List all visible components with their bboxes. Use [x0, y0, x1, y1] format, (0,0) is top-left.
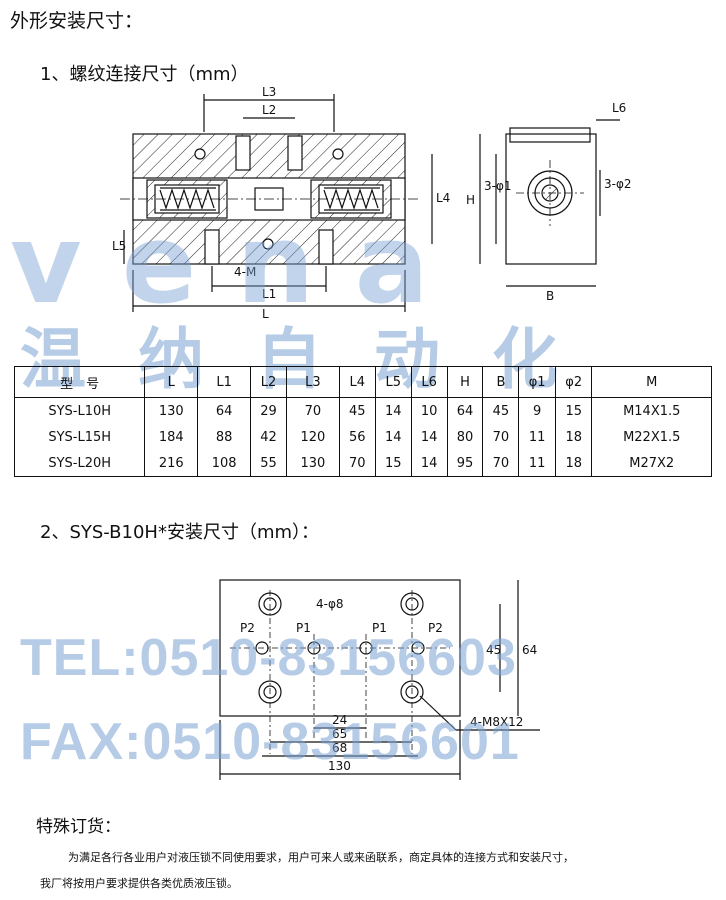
label-p2-left: P2 — [240, 621, 255, 635]
dim-68: 68 — [332, 741, 347, 755]
cell: 88 — [197, 424, 251, 450]
th-H: H — [446, 366, 483, 398]
page-title: 外形安装尺寸： — [10, 10, 144, 32]
label-B: B — [546, 289, 554, 303]
cell: 11 — [518, 424, 556, 450]
th-L5: L5 — [374, 366, 412, 398]
label-L: L — [262, 307, 269, 320]
dim-65: 65 — [332, 727, 347, 741]
section-1-heading: 1、螺纹连接尺寸（mm） — [40, 64, 249, 85]
cell: SYS-L15H — [13, 424, 145, 450]
cell: 184 — [144, 424, 198, 450]
cell: 56 — [338, 424, 376, 450]
cell: M22X1.5 — [591, 424, 712, 450]
cell: SYS-L20H — [13, 450, 145, 477]
side-view — [505, 133, 597, 265]
th-L: L — [144, 366, 198, 398]
label-phi2: 3-φ2 — [604, 177, 632, 191]
cell: M14X1.5 — [591, 397, 712, 424]
th-L2: L2 — [250, 366, 287, 398]
cell: 95 — [446, 450, 483, 477]
cell: 216 — [144, 450, 198, 477]
th-L1: L1 — [197, 366, 251, 398]
threaded-drawing: L3 L2 L6 L4 L5 4-M L1 L H 3-φ1 3-φ2 B — [112, 85, 632, 320]
th-L6: L6 — [410, 366, 448, 398]
th-phi2: φ2 — [554, 366, 592, 398]
label-p1-left: P1 — [296, 621, 311, 635]
label-holes: 4-φ8 — [316, 597, 344, 611]
cell: 130 — [286, 450, 340, 477]
cell: 80 — [446, 424, 483, 450]
label-L1: L1 — [262, 287, 276, 301]
label-L5: L5 — [112, 239, 126, 253]
cell: 29 — [250, 397, 287, 424]
cell: M27X2 — [591, 450, 712, 477]
cell: 14 — [410, 424, 448, 450]
table-row: SYS-L15H 184 88 42 120 56 14 14 80 70 11… — [13, 424, 712, 450]
dim-24: 24 — [332, 713, 347, 727]
cell: 18 — [554, 450, 592, 477]
cell: 70 — [286, 397, 340, 424]
cell: 64 — [197, 397, 251, 424]
table-row: SYS-L10H 130 64 29 70 45 14 10 64 45 9 1… — [13, 397, 712, 424]
note-line-1: 为满足各行各业用户对液压锁不同使用要求，用户可来人或来函联系，商定具体的连接方式… — [68, 851, 574, 864]
cell: 70 — [482, 424, 519, 450]
special-order-heading: 特殊订货： — [36, 817, 121, 837]
spec-table: 型 号 L L1 L2 L3 L4 L5 L6 H B φ1 φ2 M SYS-… — [13, 366, 712, 477]
label-H: H — [466, 193, 475, 207]
cell: 45 — [338, 397, 376, 424]
cell: SYS-L10H — [13, 397, 145, 424]
dim-130: 130 — [328, 759, 351, 773]
cell: 70 — [482, 450, 519, 477]
label-L3: L3 — [262, 85, 276, 99]
label-p2-right: P2 — [428, 621, 443, 635]
cell: 9 — [518, 397, 556, 424]
table-header-row: 型 号 L L1 L2 L3 L4 L5 L6 H B φ1 φ2 M — [13, 366, 712, 398]
cell: 14 — [374, 397, 412, 424]
th-B: B — [482, 366, 519, 398]
mounting-plate — [219, 579, 461, 717]
label-p1-right: P1 — [372, 621, 387, 635]
th-L3: L3 — [286, 366, 340, 398]
dim-64: 64 — [522, 643, 537, 657]
note-line-2: 我厂将按用户要求提供各类优质液压锁。 — [40, 877, 238, 890]
cell: 14 — [374, 424, 412, 450]
cell: 130 — [144, 397, 198, 424]
section-2-heading: 2、SYS-B10H*安装尺寸（mm）： — [40, 522, 320, 543]
dim-45: 45 — [486, 643, 501, 657]
label-screws: 4-M8X12 — [470, 715, 523, 729]
cell: 15 — [554, 397, 592, 424]
table-row: SYS-L20H 216 108 55 130 70 15 14 95 70 1… — [13, 450, 712, 477]
cell: 15 — [374, 450, 412, 477]
cell: 55 — [250, 450, 287, 477]
cell: 108 — [197, 450, 251, 477]
cell: 10 — [410, 397, 448, 424]
label-L2: L2 — [262, 103, 276, 117]
th-model: 型 号 — [13, 366, 145, 398]
cell: 14 — [410, 450, 448, 477]
cell: 120 — [286, 424, 340, 450]
cell: 64 — [446, 397, 483, 424]
cell: 70 — [338, 450, 376, 477]
th-L4: L4 — [338, 366, 376, 398]
mounting-drawing: 4-φ8 P2 P1 P1 P2 24 65 68 130 45 64 4-M8… — [219, 579, 540, 780]
cell: 18 — [554, 424, 592, 450]
label-phi1: 3-φ1 — [484, 179, 512, 193]
label-L6: L6 — [612, 101, 626, 115]
label-4M: 4-M — [234, 265, 256, 279]
cell: 42 — [250, 424, 287, 450]
th-phi1: φ1 — [518, 366, 556, 398]
th-M: M — [591, 366, 712, 398]
cell: 45 — [482, 397, 519, 424]
label-L4: L4 — [436, 191, 450, 205]
cell: 11 — [518, 450, 556, 477]
